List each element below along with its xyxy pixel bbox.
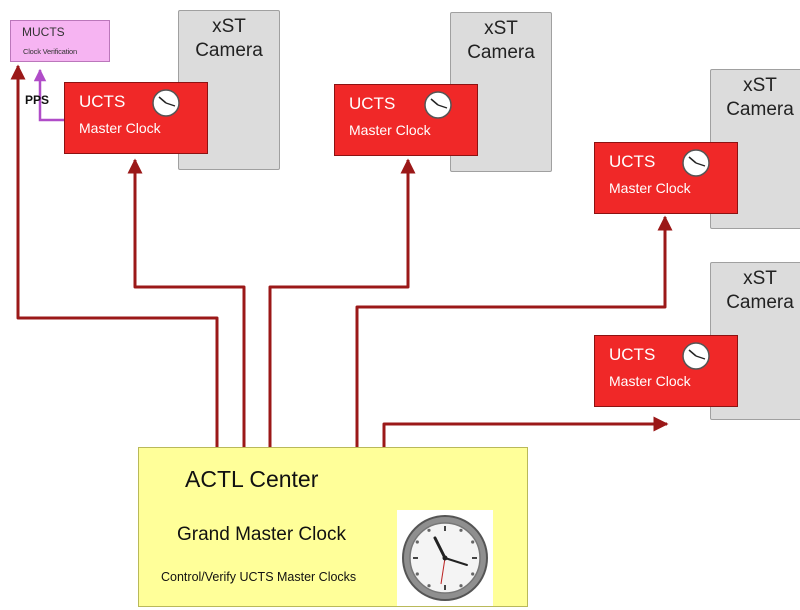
analog-clock-icon: [423, 90, 453, 120]
wall-clock-icon: [397, 510, 493, 606]
ucts-box-2: UCTS Master Clock: [334, 84, 478, 156]
muc-subtitle: Clock Verification: [23, 47, 77, 56]
analog-clock-icon: [151, 88, 181, 118]
actl-center-box: ACTL Center Grand Master Clock Control/V…: [138, 447, 528, 607]
grand-master-clock-label: Grand Master Clock: [177, 524, 346, 546]
ucts-box-4: UCTS Master Clock: [594, 335, 738, 407]
actl-title: ACTL Center: [185, 466, 318, 493]
link-actl-to-ucts-4: [384, 424, 667, 447]
link-actl-to-ucts-2: [270, 160, 408, 447]
camera-title: xST Camera: [179, 15, 279, 63]
ucts-subtitle: Master Clock: [349, 122, 431, 138]
ucts-box-3: UCTS Master Clock: [594, 142, 738, 214]
analog-clock-icon: [681, 341, 711, 371]
muc-title: MUCTS: [22, 25, 65, 39]
link-actl-to-ucts-3: [357, 217, 665, 447]
ucts-title: UCTS: [609, 152, 655, 172]
ucts-title: UCTS: [349, 94, 395, 114]
camera-title: xST Camera: [711, 74, 800, 122]
link-actl-to-ucts-1: [135, 160, 244, 447]
camera-title: xST Camera: [451, 17, 551, 65]
ucts-box-1: UCTS Master Clock: [64, 82, 208, 154]
ucts-subtitle: Master Clock: [79, 120, 161, 136]
pps-label: PPS: [25, 93, 49, 107]
camera-title: xST Camera: [711, 267, 800, 315]
ucts-title: UCTS: [609, 345, 655, 365]
ucts-subtitle: Master Clock: [609, 373, 691, 389]
ucts-subtitle: Master Clock: [609, 180, 691, 196]
muc-box: MUCTS Clock Verification: [10, 20, 110, 62]
ucts-title: UCTS: [79, 92, 125, 112]
control-verify-label: Control/Verify UCTS Master Clocks: [161, 570, 356, 584]
analog-clock-icon: [681, 148, 711, 178]
